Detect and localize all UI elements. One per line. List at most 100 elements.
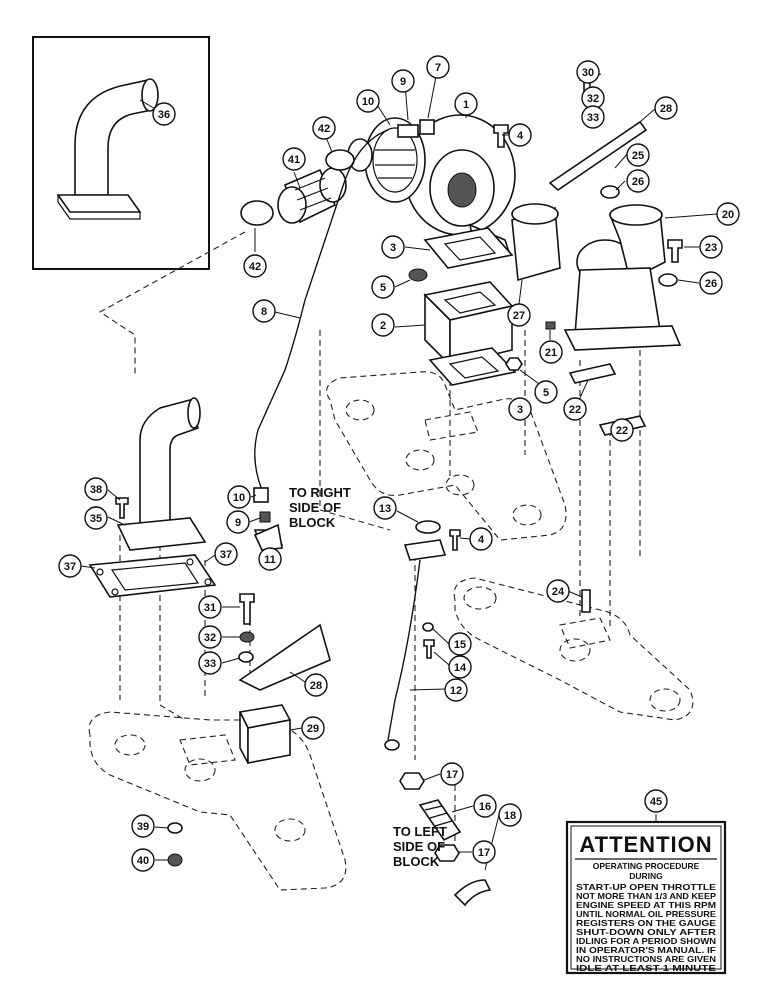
callout-circle (304, 673, 328, 697)
callout-circle (282, 147, 306, 171)
callout-circle (371, 313, 395, 337)
callout-number: 20 (722, 209, 734, 221)
attention-line-3: ENGINE SPEED AT THIS RPM (576, 900, 716, 910)
callout-23: 23 (699, 235, 723, 259)
plate-22a (568, 363, 617, 384)
callout-number: 16 (479, 801, 491, 813)
nut-39 (167, 822, 183, 834)
callout-22b: 22 (610, 418, 634, 442)
callout-number: 30 (582, 67, 594, 79)
callout-number: 41 (288, 154, 300, 166)
note-right-line-3: BLOCK (289, 515, 336, 530)
fitting-17b (434, 844, 460, 862)
callout-number: 9 (400, 76, 406, 88)
attention-line-1: START-UP OPEN THROTTLE (576, 882, 717, 892)
callout-circle (508, 397, 532, 421)
callout-circle (454, 92, 478, 116)
callout-5a: 5 (371, 275, 395, 299)
exhaust-manifold-left (88, 711, 347, 891)
callout-circle (373, 496, 397, 520)
washer-15 (422, 622, 434, 632)
callout-number: 42 (318, 123, 330, 135)
callout-number: 14 (454, 662, 467, 674)
callout-circle (473, 794, 497, 818)
callout-8: 8 (252, 299, 276, 323)
callout-layer: 3642414210971430323328252620232635278221… (58, 55, 740, 872)
callout-20: 20 (716, 202, 740, 226)
callout-number: 24 (552, 586, 565, 598)
callout-number: 26 (705, 278, 717, 290)
callout-circle (84, 506, 108, 530)
callout-number: 8 (261, 306, 267, 318)
callout-9a: 9 (391, 69, 415, 93)
callout-circle (152, 102, 176, 126)
callout-circle (226, 510, 250, 534)
callout-18: 18 (498, 803, 522, 827)
attention-frame (565, 820, 727, 975)
callout-38: 38 (84, 477, 108, 501)
callout-37b: 37 (214, 542, 238, 566)
callout-number: 15 (454, 639, 466, 651)
callout-number: 23 (705, 242, 717, 254)
callout-circle (356, 89, 380, 113)
callout-circle (576, 60, 600, 84)
washer-26b (658, 273, 678, 287)
callout-number: 39 (137, 821, 149, 833)
nut-21 (545, 321, 556, 330)
callout-circle (243, 254, 267, 278)
callout-circle (699, 271, 723, 295)
hose-27 (511, 203, 561, 282)
callout-number: 35 (90, 513, 102, 525)
washer-33b (238, 651, 254, 663)
attention-decal: 45 ATTENTION OPERATING PROCEDURE DURING … (565, 789, 727, 975)
callout-circle (252, 299, 276, 323)
callout-22a: 22 (563, 397, 587, 421)
callout-number: 42 (249, 261, 261, 273)
exhaust-pipe-35 (116, 397, 207, 551)
callout-4a: 4 (508, 123, 532, 147)
callout-4b: 4 (469, 527, 493, 551)
attention-line-5: REGISTERS ON THE GAUGE (576, 918, 717, 928)
callout-circle (610, 418, 634, 442)
callout-12: 12 (444, 678, 468, 702)
callout-circle (214, 542, 238, 566)
callout-circle (626, 143, 650, 167)
callout-35: 35 (84, 506, 108, 530)
callout-33b: 33 (198, 651, 222, 675)
callout-circle (469, 527, 493, 551)
note-left-line-3: BLOCK (393, 854, 440, 869)
nut-40 (167, 853, 183, 867)
note-left-line-2: SIDE OF (393, 839, 445, 854)
exhaust-manifold-upper (326, 371, 567, 541)
elbow-36-inset (56, 78, 159, 220)
callout-17a: 17 (440, 762, 464, 786)
callout-circle (131, 848, 155, 872)
callout-number: 13 (379, 503, 391, 515)
callout-26a: 26 (626, 169, 650, 193)
callout-circle (581, 105, 605, 129)
bolt-14 (423, 639, 435, 659)
callout-number: 36 (158, 109, 170, 121)
callout-number: 1 (463, 99, 469, 111)
callout-circle (448, 632, 472, 656)
callout-circle (507, 303, 531, 327)
washer-26a (600, 185, 620, 199)
callout-32b: 32 (198, 625, 222, 649)
callout-number: 9 (235, 517, 241, 529)
attention-title: ATTENTION (579, 832, 712, 857)
attention-line-7: IDLING FOR A PERIOD SHOWN (576, 936, 716, 946)
callout-42b: 42 (312, 116, 336, 140)
callout-28b: 28 (304, 673, 328, 697)
callout-circle (312, 116, 336, 140)
callout-3b: 3 (508, 397, 532, 421)
inset-frame (32, 36, 210, 270)
callout-31: 31 (198, 595, 222, 619)
callout-number: 11 (264, 554, 276, 566)
callout-45-circle (644, 789, 668, 813)
callout-number: 4 (517, 130, 524, 142)
callout-5b: 5 (534, 380, 558, 404)
fitting-11 (253, 523, 283, 551)
turbocharger (347, 114, 516, 256)
callout-circle (563, 397, 587, 421)
callout-number: 37 (220, 549, 232, 561)
